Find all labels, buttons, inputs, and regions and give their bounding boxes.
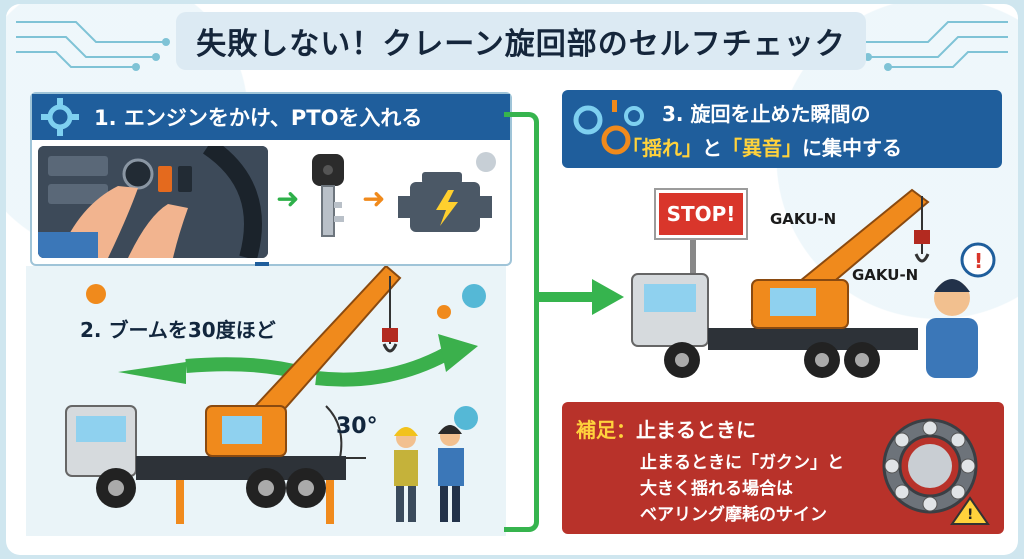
title-banner: 失敗しない！クレーン旋回部のセルフチェック bbox=[176, 12, 866, 70]
page-title: 失敗しない！クレーン旋回部のセルフチェック bbox=[196, 27, 846, 62]
bearing-icon: ! bbox=[882, 418, 990, 525]
supplement-line: ベアリング摩耗のサイン bbox=[640, 505, 827, 525]
crane-raise-illustration bbox=[26, 266, 506, 536]
arrow-right-icon bbox=[534, 279, 624, 315]
sound-effect-2: GAKU-N bbox=[852, 266, 919, 284]
svg-text:!: ! bbox=[974, 249, 983, 273]
sound-effect-1: GAKU-N bbox=[770, 210, 837, 228]
step3-panel: 3. 旋回を止めた瞬間の 「揺れ」と「異音」に集中する bbox=[562, 90, 1002, 168]
supplement-title: 止まるときに bbox=[636, 418, 756, 442]
step3-tail: に集中する bbox=[802, 136, 902, 160]
supplement-line: 大きく揺れる場合は bbox=[640, 479, 793, 499]
step3-q1: 「揺れ」 bbox=[622, 136, 702, 160]
supplement-header: 補足： bbox=[576, 418, 636, 442]
arrow-right-icon: ➜ bbox=[362, 182, 386, 215]
arrow-right-icon: ➜ bbox=[276, 182, 300, 215]
step1-header: 1. エンジンをかけ、PTOを入れる bbox=[32, 94, 510, 140]
step3-line1: 3. 旋回を止めた瞬間の bbox=[662, 102, 871, 126]
step1-label: 1. エンジンをかけ、PTOを入れる bbox=[94, 106, 423, 130]
gear-icon bbox=[41, 98, 79, 136]
circuit-decoration-right bbox=[854, 21, 1008, 71]
svg-text:!: ! bbox=[967, 507, 973, 523]
circuit-decoration-left bbox=[16, 21, 170, 71]
angle-label: 30° bbox=[336, 414, 378, 439]
dashboard-illustration bbox=[38, 146, 268, 258]
supplement-line: 止まるときに「ガクン」と bbox=[640, 453, 844, 473]
step3-and: と bbox=[702, 136, 722, 160]
engine-icon bbox=[398, 152, 496, 232]
step3-line2: 「揺れ」と「異音」に集中する bbox=[622, 132, 902, 161]
gear-icon bbox=[573, 100, 644, 155]
flow-connector bbox=[504, 112, 539, 532]
key-icon bbox=[312, 154, 344, 237]
crane-stop-illustration: ! bbox=[631, 188, 996, 378]
step3-q2: 「異音」 bbox=[722, 136, 802, 160]
stop-sign: STOP! bbox=[654, 188, 748, 240]
step1-panel: 1. エンジンをかけ、PTOを入れる ➜ ➜ bbox=[30, 92, 512, 266]
step2-label: 2. ブームを30度ほど bbox=[80, 318, 276, 342]
infographic-frame: 失敗しない！クレーン旋回部のセルフチェック 1. エンジンをかけ、PTOを入れる bbox=[6, 4, 1018, 555]
supplement-panel: 補足： 止まるときに 止まるときに「ガクン」と 大きく揺れる場合は ベアリング摩… bbox=[562, 402, 1004, 534]
